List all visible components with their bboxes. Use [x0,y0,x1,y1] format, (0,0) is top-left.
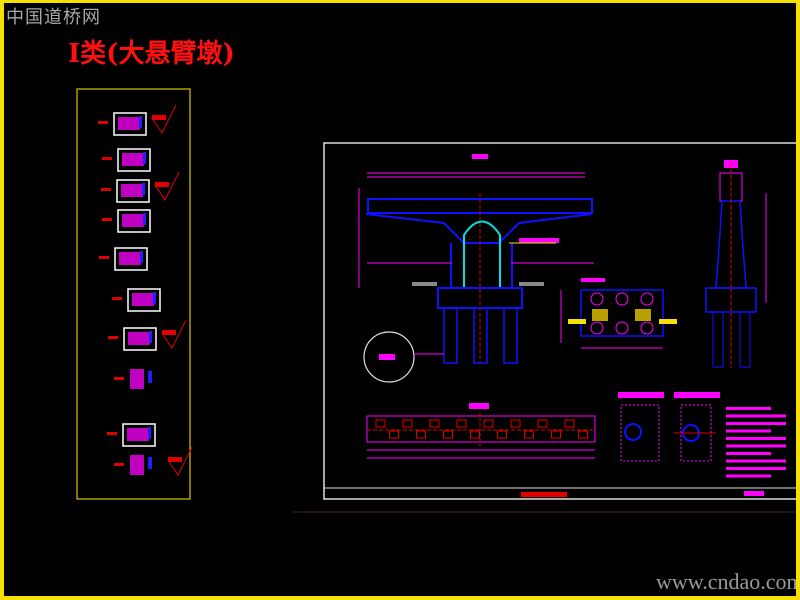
sheet-thumbnail[interactable] [107,423,156,447]
sheet-thumbnail[interactable] [98,104,177,136]
sheet-thumbnail[interactable] [101,171,180,203]
rebar-mark [497,430,507,439]
sheet-thumbnail[interactable] [99,247,148,271]
sheet-thumbnail[interactable] [102,209,151,233]
note-line [726,429,771,433]
main-sheet[interactable] [292,142,800,513]
sheet-title-block-text [521,492,567,497]
rebar-mark [443,430,453,439]
rebar-mark [483,419,494,428]
rebar-mark [470,430,480,439]
rebar-mark [402,419,413,428]
rebar-mark [551,430,561,439]
sheet-thumbnails [98,104,193,476]
sheet-number [744,491,764,496]
rebar-layout-view [366,403,596,459]
note-line [726,474,771,478]
detail-circle [363,331,444,383]
rebar-mark [510,419,521,428]
drawing-title: I类(大悬臂墩) [68,39,235,69]
sheet-index-panel[interactable] [76,88,191,500]
checkmark-icon [161,319,187,349]
sheet-thumbnail[interactable] [102,148,151,172]
section-details [618,392,720,462]
cad-drawing [76,88,800,513]
sheet-thumbnail[interactable] [108,319,187,351]
rebar-mark [416,430,426,439]
note-line [726,414,786,418]
rebar-mark [389,430,399,439]
note-line [726,459,786,463]
site-watermark-cn: 中国道桥网 [6,7,101,28]
note-line [726,452,771,455]
sheet-thumbnail[interactable] [114,369,152,389]
pile-cap-plan-view [560,278,677,349]
rebar-mark [375,419,386,428]
rebar-mark [429,419,440,428]
note-line [726,422,786,425]
checkmark-icon [167,446,193,476]
sheet-thumbnail[interactable] [114,446,193,476]
pier-side-view [705,160,767,368]
general-notes [726,407,786,478]
pier-elevation-view [358,154,594,364]
rebar-mark [524,430,534,439]
checkmark-icon [151,104,177,134]
rebar-mark [578,430,588,439]
rebar-mark [456,419,467,428]
rebar-mark [564,419,575,428]
site-watermark-url: www.cndao.com [656,569,800,594]
note-line [726,437,786,440]
rebar-mark [537,419,548,428]
note-line [726,467,786,470]
checkmark-icon [154,171,180,201]
note-line [726,407,771,410]
note-line [726,444,786,448]
sheet-thumbnail[interactable] [112,288,161,312]
